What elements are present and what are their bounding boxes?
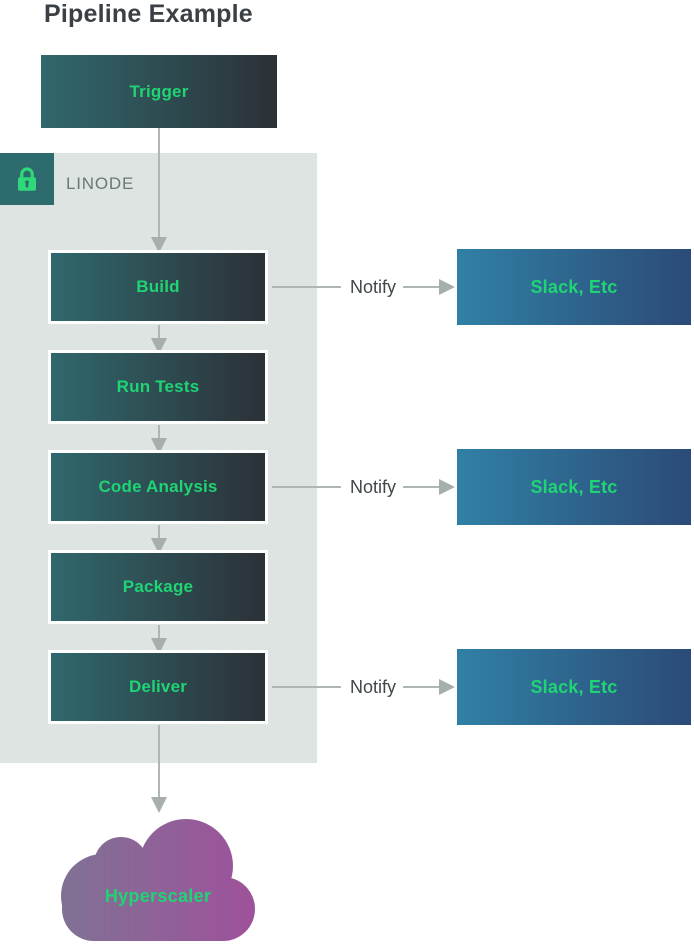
stage-deliver-label: Deliver: [128, 677, 188, 696]
notification-box-2-label: Slack, Etc: [530, 476, 618, 497]
lock-badge: [0, 153, 54, 205]
stage-trigger: Trigger: [41, 55, 277, 128]
stage-build-label: Build: [136, 277, 180, 296]
hyperscaler-cloud: [61, 819, 255, 941]
notification-box-1: Slack, Etc: [457, 249, 691, 325]
linode-label: LINODE: [66, 174, 135, 193]
notify-label-build: Notify: [349, 277, 396, 297]
stage-build: Build: [48, 250, 268, 324]
notification-box-3-label: Slack, Etc: [530, 676, 618, 697]
stage-code-analysis: Code Analysis: [48, 450, 268, 524]
notification-box-3: Slack, Etc: [457, 649, 691, 725]
stage-package: Package: [48, 550, 268, 624]
stage-deliver: Deliver: [48, 650, 268, 724]
notify-label-deliver: Notify: [349, 677, 396, 697]
stage-run-tests-label: Run Tests: [116, 377, 200, 396]
stage-run-tests: Run Tests: [48, 350, 268, 424]
stage-trigger-label: Trigger: [129, 81, 189, 101]
stage-package-label: Package: [122, 577, 194, 596]
hyperscaler-label: Hyperscaler: [104, 886, 212, 906]
lock-icon: [18, 167, 36, 191]
page-title: Pipeline Example: [44, 0, 253, 28]
stage-code-analysis-label: Code Analysis: [98, 477, 218, 496]
notify-label-code-analysis: Notify: [349, 477, 396, 497]
notification-box-2: Slack, Etc: [457, 449, 691, 525]
notification-box-1-label: Slack, Etc: [530, 276, 618, 297]
